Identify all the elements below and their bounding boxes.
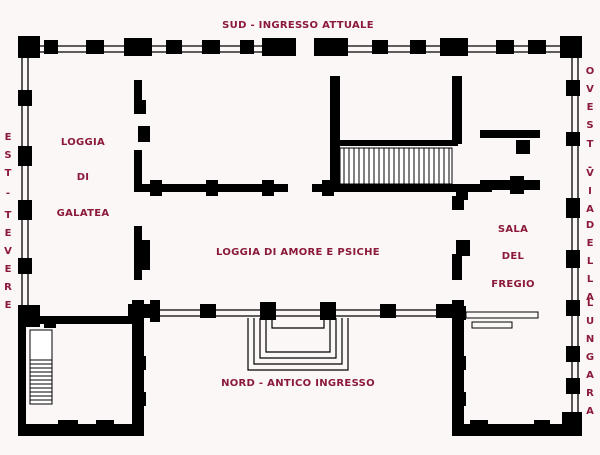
west-letter: L: [587, 274, 594, 285]
north-piers: [128, 300, 452, 322]
west-letter: A: [586, 292, 594, 303]
upper-staircase: [339, 147, 453, 185]
west-letter: E: [587, 238, 594, 249]
east-letter: E: [5, 264, 12, 275]
label-sala-3: FREGIO: [491, 279, 535, 290]
upper-stair-steps: [343, 148, 450, 184]
west-letter: L: [587, 298, 594, 309]
west-letter: N: [586, 334, 594, 345]
label-north: NORD - ANTICO INGRESSO: [221, 378, 375, 389]
east-letter: E: [5, 132, 12, 143]
east-letter: R: [4, 282, 12, 293]
interior-walls: [134, 76, 540, 280]
lower-left-staircase: [29, 329, 53, 405]
east-letter: E: [5, 228, 12, 239]
label-loggia-galatea-1: LOGGIA: [61, 137, 105, 148]
west-letter: L: [587, 256, 594, 267]
southeast-block: [452, 300, 582, 436]
west-piers: [562, 80, 582, 434]
west-letter: R: [586, 388, 594, 399]
walls: [18, 36, 582, 436]
east-letter: T: [5, 168, 12, 179]
label-loggia-amore: LOGGIA DI AMORE E PSICHE: [216, 247, 380, 258]
label-south: SUD - INGRESSO ATTUALE: [222, 20, 374, 31]
west-letter: I: [588, 186, 592, 197]
east-letter: V: [4, 246, 12, 257]
west-letter: G: [586, 352, 594, 363]
west-letter: O: [586, 66, 595, 77]
north-entrance-steps: [247, 318, 349, 371]
west-letter: -: [588, 162, 592, 173]
west-letter: A: [586, 204, 594, 215]
west-letter: D: [586, 220, 594, 231]
west-letter: V: [586, 168, 594, 179]
label-sala-2: DEL: [502, 251, 525, 262]
label-loggia-galatea-3: GALATEA: [57, 208, 110, 219]
east-letter: S: [4, 150, 11, 161]
east-letter: E: [5, 300, 12, 311]
label-sala-1: SALA: [498, 224, 528, 235]
west-letter: A: [586, 370, 594, 381]
west-letter: A: [586, 406, 594, 417]
south-piers: [18, 36, 582, 58]
east-piers: [18, 90, 40, 327]
right-staircase: [465, 311, 539, 329]
east-letter: T: [5, 210, 12, 221]
west-letter: E: [587, 102, 594, 113]
east-letter: -: [6, 188, 10, 199]
west-letter: S: [586, 120, 593, 131]
southwest-block: [18, 300, 146, 436]
label-loggia-galatea-2: DI: [77, 172, 90, 183]
lower-left-stair-steps: [30, 359, 52, 401]
west-letter: U: [586, 316, 594, 327]
west-letter: T: [587, 139, 594, 150]
thin-outer-walls: [21, 45, 579, 432]
labels: SUD - INGRESSO ATTUALE NORD - ANTICO ING…: [4, 20, 594, 417]
west-letter: V: [586, 84, 594, 95]
